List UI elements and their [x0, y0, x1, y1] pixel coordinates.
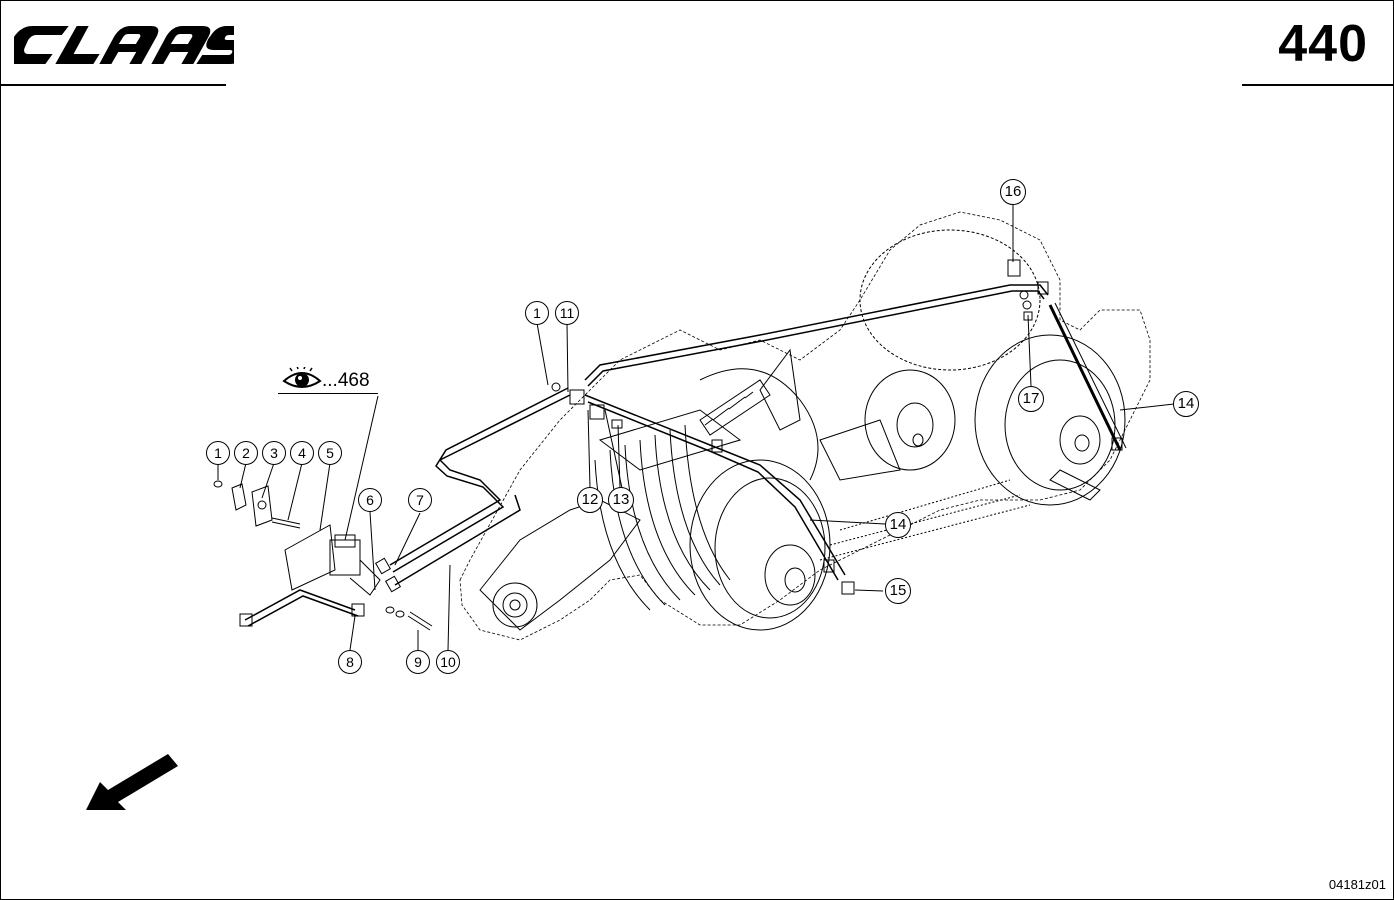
- callout-10: 10: [436, 650, 460, 674]
- callout-1: 1: [525, 301, 549, 325]
- callout-14: 14: [1173, 391, 1199, 417]
- callout-2: 2: [234, 441, 258, 465]
- page-number: 440: [1278, 15, 1368, 73]
- callout-17: 17: [1018, 386, 1044, 412]
- reference-note-underline: [278, 393, 378, 394]
- claas-logo: [14, 26, 234, 64]
- callout-5: 5: [318, 441, 342, 465]
- callout-8: 8: [338, 650, 362, 674]
- callout-12: 12: [577, 487, 603, 513]
- callout-6: 6: [358, 488, 382, 512]
- direction-arrow-icon: [86, 754, 178, 810]
- callout-7: 7: [408, 488, 432, 512]
- callout-15: 15: [885, 578, 911, 604]
- callout-3: 3: [262, 441, 286, 465]
- callout-11: 11: [555, 301, 579, 325]
- logo-underline: [0, 84, 226, 86]
- drawing-code: 04181z01: [1328, 877, 1386, 892]
- callout-9: 9: [406, 650, 430, 674]
- reference-note-text: ...468: [322, 370, 370, 391]
- callout-4: 4: [290, 441, 314, 465]
- page-number-underline: [1242, 84, 1394, 86]
- eye-icon: [282, 367, 322, 388]
- callout-14: 14: [885, 512, 911, 538]
- callout-1: 1: [206, 441, 230, 465]
- callout-16: 16: [1000, 179, 1026, 205]
- callout-13: 13: [608, 487, 634, 513]
